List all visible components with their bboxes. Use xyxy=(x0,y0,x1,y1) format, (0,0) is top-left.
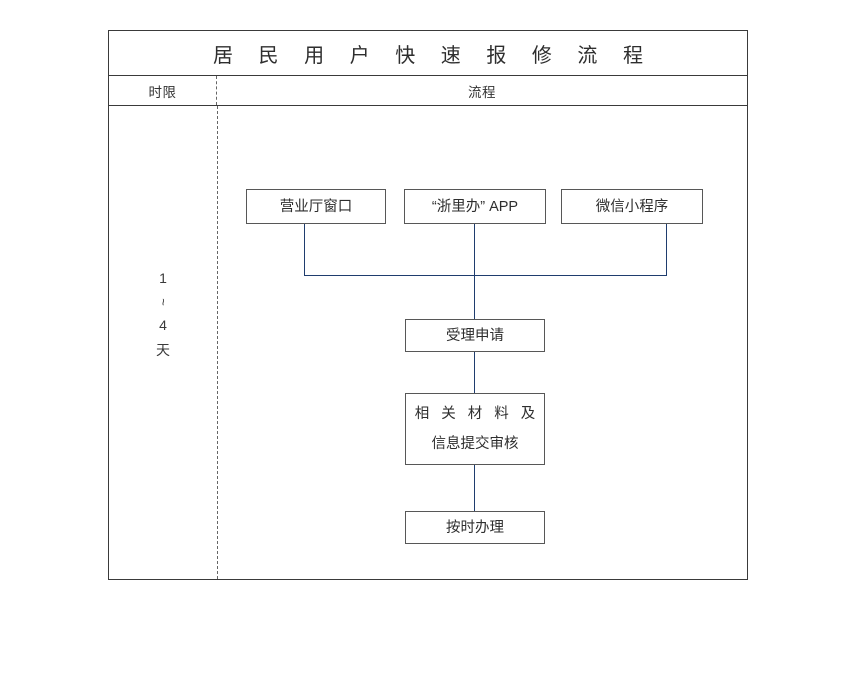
node-wechat-miniprogram[interactable]: 微信小程序 xyxy=(561,189,703,224)
title-row: 居 民 用 户 快 速 报 修 流 程 xyxy=(109,31,747,76)
node-label-service-hall-window: 营业厅窗口 xyxy=(279,198,353,215)
node-accept-application[interactable]: 受理申请 xyxy=(405,319,545,352)
connector-to-materials xyxy=(473,352,476,393)
page-title: 居 民 用 户 快 速 报 修 流 程 xyxy=(212,44,653,67)
time-value-end: 4 xyxy=(159,317,167,333)
flowchart-body: 1 ~ 4 天 营业厅窗口 “浙里办” APP 微信小程序 受理申请 相 关 材… xyxy=(109,106,747,579)
connector-to-accept xyxy=(473,274,476,320)
time-limit-column: 1 ~ 4 天 xyxy=(109,106,217,579)
node-label-submit-materials-line1: 相 关 材 料 及 xyxy=(414,406,540,422)
time-range-tilde-icon: ~ xyxy=(156,298,171,306)
header-cell-flow: 流程 xyxy=(217,76,747,105)
node-label-accept-application: 受理申请 xyxy=(446,327,504,344)
header-cell-time-limit: 时限 xyxy=(109,76,217,105)
flowchart-frame: 居 民 用 户 快 速 报 修 流 程 时限 流程 1 ~ 4 天 营业厅窗口 xyxy=(108,30,748,580)
time-unit-label: 天 xyxy=(156,342,170,358)
connector-to-handle xyxy=(473,465,476,511)
node-label-zhelingban-app: “浙里办” APP xyxy=(431,198,519,215)
node-label-handle-on-time: 按时办理 xyxy=(446,519,504,536)
header-label-time-limit: 时限 xyxy=(148,84,177,100)
node-handle-on-time[interactable]: 按时办理 xyxy=(405,511,545,544)
connector-drop-miniapp xyxy=(665,224,668,275)
node-label-submit-materials-line2: 信息提交审核 xyxy=(431,436,519,452)
connector-drop-app xyxy=(473,224,476,275)
node-service-hall-window[interactable]: 营业厅窗口 xyxy=(246,189,386,224)
header-label-flow: 流程 xyxy=(468,84,496,100)
connector-merge-bar xyxy=(303,274,667,277)
node-zhelingban-app[interactable]: “浙里办” APP xyxy=(404,189,546,224)
node-label-wechat-miniprogram: 微信小程序 xyxy=(595,198,669,215)
column-header-row: 时限 流程 xyxy=(109,76,747,106)
connector-drop-hall xyxy=(303,224,306,275)
column-divider xyxy=(217,106,218,579)
node-submit-materials-review[interactable]: 相 关 材 料 及 信息提交审核 xyxy=(405,393,545,465)
time-value-start: 1 xyxy=(159,270,167,286)
